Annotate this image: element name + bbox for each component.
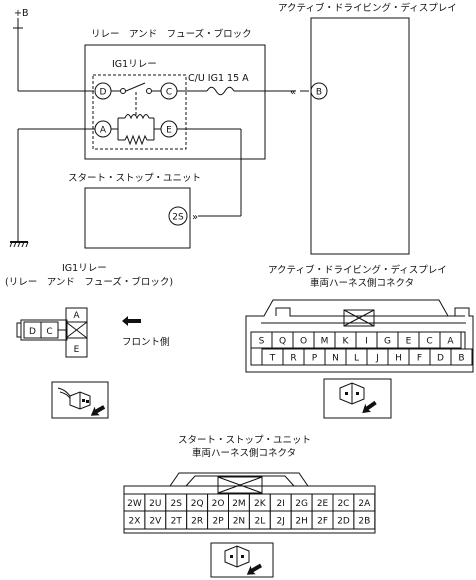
connector-pin-label: C bbox=[426, 337, 432, 347]
connector-pin-label: 2D bbox=[337, 517, 350, 527]
ig1-relay-label: IG1リレー bbox=[112, 59, 157, 70]
start-stop-unit bbox=[84, 187, 191, 249]
svg-text:C: C bbox=[166, 88, 172, 98]
display-unit-label: アクティブ・ドライビング・ディスプレイ bbox=[278, 2, 457, 14]
connector-pin-cell bbox=[450, 348, 473, 366]
svg-text:2S: 2S bbox=[172, 213, 184, 223]
connector-pin-label: E bbox=[406, 337, 412, 347]
svg-text:E: E bbox=[166, 126, 172, 136]
terminal-2s bbox=[168, 206, 188, 226]
connector-pin-label: 2R bbox=[191, 517, 203, 527]
connector-pin-label: K bbox=[343, 337, 350, 347]
display-connector-title: アクティブ・ドライビング・ディスプレイ bbox=[268, 264, 447, 276]
connector-pin-label: 2T bbox=[171, 517, 183, 527]
relay-detail-title: IG1リレー bbox=[62, 263, 107, 274]
ssu-connector-illustration bbox=[210, 542, 274, 578]
connector-pin-label: 2G bbox=[295, 499, 308, 509]
connector-chevron-icon: « bbox=[290, 87, 296, 98]
connector-pin-label: 2O bbox=[212, 499, 225, 509]
terminal-b bbox=[310, 82, 328, 100]
connector-pin-label: T bbox=[269, 354, 276, 364]
connector-pin-label: F bbox=[417, 354, 422, 364]
connector-pin-label: 2M bbox=[232, 499, 246, 509]
connector-chevron-icon: » bbox=[192, 212, 198, 223]
relay-pin: D bbox=[29, 327, 36, 337]
relay-detail-subtitle: (リレー アンド フューズ・ブロック) bbox=[5, 276, 173, 288]
connector-pin-cell bbox=[439, 331, 462, 349]
connector-pin-label: 2I bbox=[277, 499, 285, 509]
relay-pin: A bbox=[73, 311, 80, 321]
connector-pin-label: J bbox=[375, 354, 379, 364]
relay-pin: C bbox=[46, 327, 52, 337]
connector-pin-label: 2K bbox=[254, 499, 267, 509]
connector-pin-label: G bbox=[384, 337, 391, 347]
svg-text:B: B bbox=[316, 88, 322, 98]
connector-pin-label: 2C bbox=[337, 499, 349, 509]
start-stop-unit-label: スタート・ストップ・ユニット bbox=[68, 173, 201, 184]
connector-pin-label: 2L bbox=[254, 517, 265, 527]
connector-pin-label: Q bbox=[279, 337, 286, 347]
connector-pin-label: R bbox=[290, 354, 296, 364]
connector-pin-label: 2N bbox=[233, 517, 245, 527]
relay-pin: E bbox=[74, 345, 80, 355]
connector-pin-label: A bbox=[447, 337, 454, 347]
ssu-connector-subtitle: 車両ハーネス側コネクタ bbox=[192, 447, 296, 459]
relay-resistor bbox=[124, 134, 148, 146]
connector-pin-label: 2U bbox=[149, 499, 161, 509]
power-label: +B bbox=[14, 8, 28, 19]
svg-text:D: D bbox=[100, 88, 107, 98]
display-unit bbox=[310, 17, 410, 255]
connector-pin-label: 2F bbox=[317, 517, 328, 527]
svg-text:A: A bbox=[100, 126, 107, 136]
connector-pin-label: 2B bbox=[358, 517, 370, 527]
relay-connector bbox=[16, 307, 88, 358]
front-side-label: フロント側 bbox=[122, 336, 170, 348]
switch-contact bbox=[120, 88, 126, 94]
connector-pin-label: 2J bbox=[277, 517, 285, 527]
connector-pin-label: 2P bbox=[212, 517, 224, 527]
arrow-left-icon bbox=[122, 316, 141, 326]
ig1-relay bbox=[92, 74, 187, 150]
display-connector-illustration bbox=[323, 378, 392, 419]
connector-pin-label: 2V bbox=[149, 517, 162, 527]
relay-fuse-block bbox=[84, 44, 266, 160]
relay-connector-illustration bbox=[51, 381, 109, 419]
relay-coil bbox=[124, 114, 150, 120]
fuse-icon bbox=[206, 86, 235, 96]
fuse-label: C/U IG1 15 A bbox=[188, 73, 249, 84]
ssu-connector-title: スタート・ストップ・ユニット bbox=[178, 435, 311, 446]
connector-pin-label: O bbox=[300, 337, 307, 347]
connector-pin-label: S bbox=[259, 337, 265, 347]
connector-pin-label: P bbox=[312, 354, 318, 364]
relay-fuse-block-label: リレー アンド フューズ・ブロック bbox=[91, 28, 252, 40]
connector-pin-label: 2S bbox=[171, 499, 183, 509]
relay-switch bbox=[125, 82, 146, 92]
connector-pin-label: D bbox=[437, 354, 444, 364]
connector-pin-label: L bbox=[354, 354, 359, 364]
connector-pin-label: B bbox=[458, 354, 464, 364]
connector-pin-cell bbox=[353, 510, 376, 530]
connector-pin-label: 2E bbox=[317, 499, 329, 509]
connector-pin-label: 2X bbox=[128, 517, 140, 527]
connector-pin-label: M bbox=[321, 337, 329, 347]
connector-pin-label: 2A bbox=[358, 499, 371, 509]
display-connector-subtitle: 車両ハーネス側コネクタ bbox=[310, 277, 414, 289]
connector-pin-label: 2H bbox=[295, 517, 308, 527]
ground-icon bbox=[9, 241, 29, 248]
connector-pin-label: N bbox=[332, 354, 339, 364]
connector-pin-label: 2Q bbox=[191, 499, 204, 509]
connector-pin-label: I bbox=[365, 337, 368, 347]
connector-pin-label: H bbox=[395, 354, 402, 364]
connector-pin-label: 2W bbox=[127, 499, 142, 509]
